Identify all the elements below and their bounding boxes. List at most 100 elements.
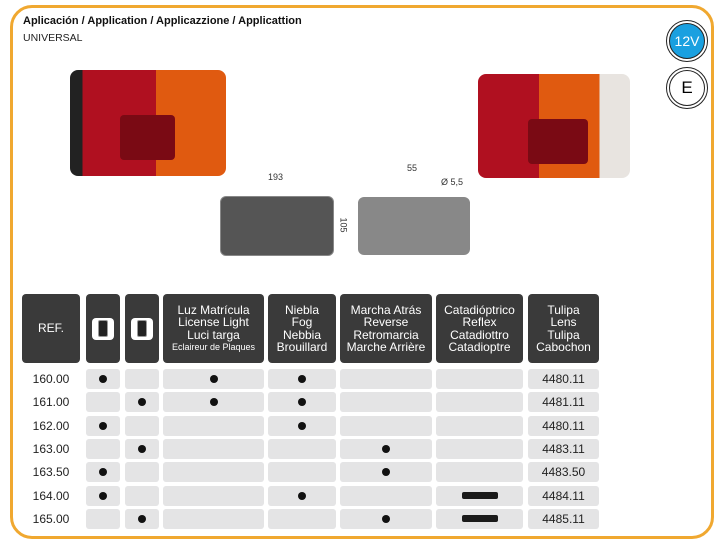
dot-mark: [382, 444, 390, 453]
h: License Light: [178, 315, 249, 329]
table-cell: [268, 438, 336, 459]
table-cell: [340, 438, 432, 459]
h: Fog: [291, 315, 313, 329]
table-cell: [163, 508, 264, 529]
lamp-photo-left: [70, 70, 226, 176]
table-cell: [436, 438, 523, 459]
h: Brouillard: [276, 340, 328, 354]
table-cell: [340, 462, 432, 483]
row-ref: 162.00: [32, 418, 70, 433]
dot-mark: [298, 491, 306, 500]
table-cell: [125, 415, 159, 436]
table-cell: [340, 485, 432, 506]
row-ref: 163.00: [32, 441, 70, 456]
dot-mark: [382, 468, 390, 477]
table-cell: [163, 415, 264, 436]
e-mark-label: E: [669, 70, 705, 106]
table-cell: [268, 415, 336, 436]
table-cell: [86, 485, 120, 506]
dot-mark: [138, 444, 146, 453]
h: Catadióptrico: [444, 302, 515, 317]
table-cell: [268, 508, 336, 529]
table-cell: [163, 462, 264, 483]
lens-ref: 4485.11: [528, 508, 599, 529]
table-cell: [125, 392, 159, 413]
e-mark-badge: E: [666, 67, 708, 109]
h: Tulipa: [547, 327, 580, 342]
table-cell: [436, 392, 523, 413]
header-left-mount: [86, 294, 120, 363]
voltage-badge: 12V: [666, 20, 708, 62]
h: Marche Arrière: [346, 340, 426, 354]
dot-mark: [99, 421, 107, 430]
dot-mark: [209, 398, 218, 407]
table-cell: [268, 485, 336, 506]
table-cell: [436, 369, 523, 389]
table-cell: [163, 485, 264, 506]
table-cell: [340, 392, 432, 413]
table-cell: [86, 392, 120, 413]
back-drawing: [358, 197, 470, 255]
table-cell: [163, 438, 264, 459]
dot-mark: [382, 514, 390, 523]
table-cell: [436, 462, 523, 483]
row-ref: 161.00: [32, 395, 70, 410]
table-cell: [86, 462, 120, 483]
table-cell: [86, 438, 120, 459]
h: Reverse: [363, 315, 409, 329]
dim-width: 193: [268, 172, 284, 182]
table-cell: [163, 369, 264, 389]
table-cell: [163, 392, 264, 413]
h: Luci targa: [187, 327, 240, 342]
table-cell: [340, 369, 432, 389]
table-cell: [86, 415, 120, 436]
dim-spacing: 55: [407, 163, 418, 173]
h: Marcha Atrás: [350, 302, 422, 317]
dot-mark: [209, 375, 218, 383]
table-cell: [125, 485, 159, 506]
lens-ref: 4480.11: [528, 415, 599, 436]
table-cell: [125, 369, 159, 389]
lens-ref: 4483.11: [528, 438, 599, 459]
dim-height: 105: [338, 217, 349, 233]
table-cell: [436, 485, 523, 506]
bar-mark: [461, 515, 498, 523]
h: Retromarcia: [353, 327, 419, 342]
table-cell: [86, 369, 120, 389]
table-cell: [436, 508, 523, 529]
h: Cabochon: [536, 340, 591, 354]
dot-mark: [138, 514, 146, 523]
dot-mark: [99, 491, 107, 500]
table-cell: [268, 392, 336, 413]
table-cell: [125, 508, 159, 529]
lamp-photo-right: [478, 74, 630, 178]
row-ref: 165.00: [32, 511, 70, 526]
h: Catadiottro: [450, 327, 509, 342]
application-title: Aplicación / Application / Applicazzione…: [23, 15, 302, 27]
dim-hole: Ø 5,5: [441, 177, 464, 187]
h: Luz Matrícula: [177, 302, 250, 317]
row-ref: 164.00: [32, 488, 70, 503]
dot-mark: [138, 398, 146, 407]
h: Reflex: [462, 315, 497, 329]
row-ref: 163.50: [32, 465, 70, 480]
dot-mark: [298, 421, 306, 430]
table-cell: [125, 462, 159, 483]
h: Tulipa: [547, 302, 580, 317]
h: Niebla: [284, 302, 320, 317]
application-value: UNIVERSAL: [23, 32, 83, 44]
lens-ref: 4480.11: [528, 369, 599, 389]
dot-mark: [99, 375, 107, 383]
dot-mark: [298, 375, 306, 383]
header-ref: REF.: [22, 294, 80, 363]
table-cell: [268, 369, 336, 389]
bar-mark: [461, 492, 498, 499]
dot-mark: [298, 398, 306, 407]
frame: [10, 5, 714, 539]
lens-ref: 4481.11: [528, 392, 599, 413]
front-drawing: [220, 196, 334, 256]
